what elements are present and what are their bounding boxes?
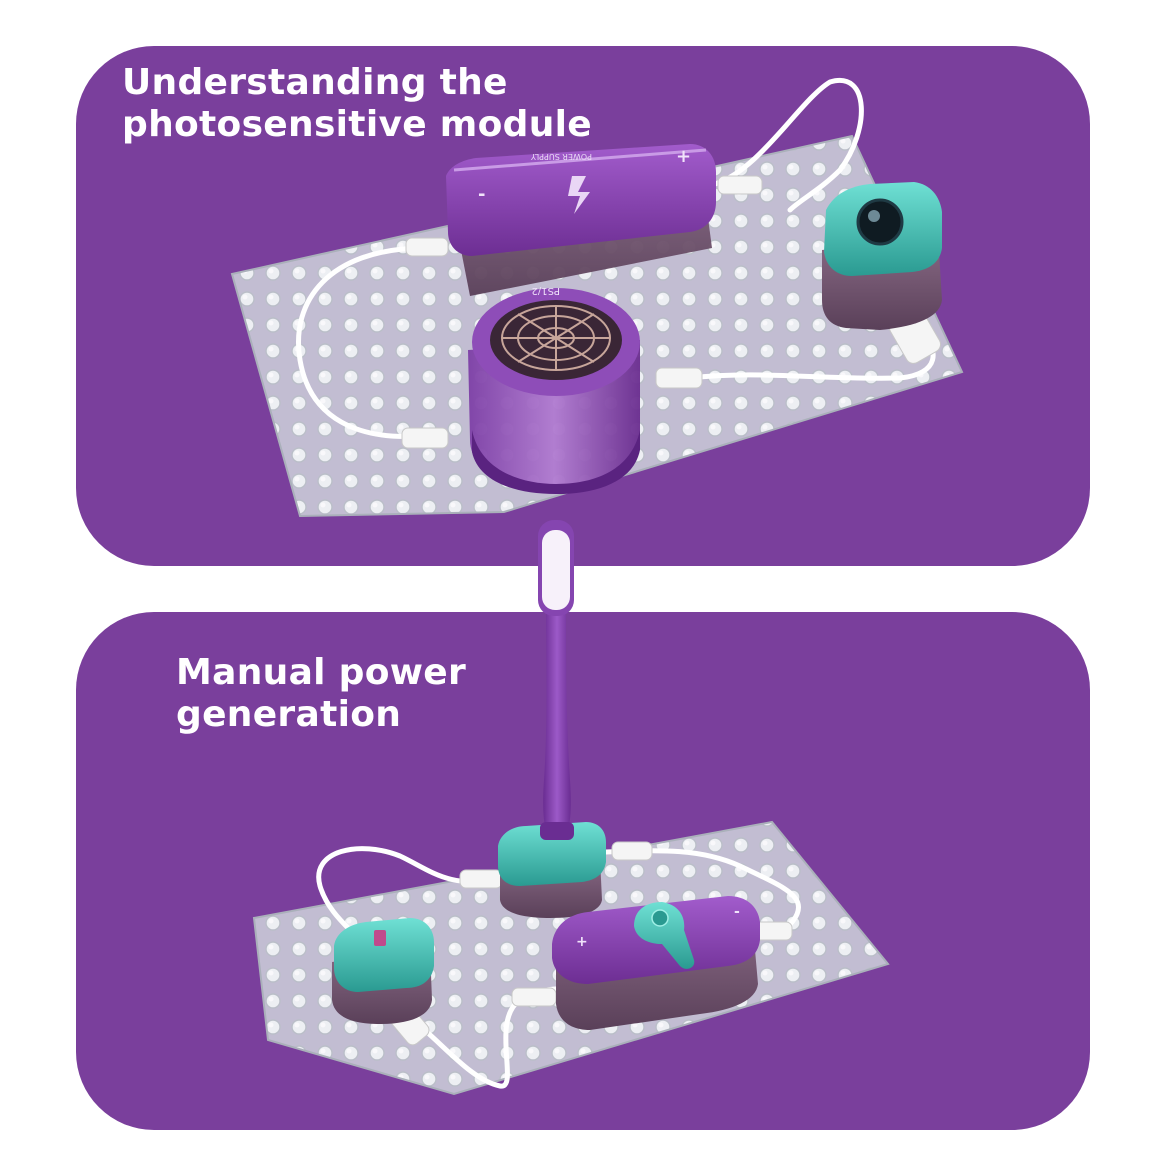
power-supply-label: POWER SUPPLY [531,152,592,161]
caption-line: Manual power [176,652,467,693]
caption-line: generation [176,694,402,735]
caption-line: photosensitive module [122,104,592,145]
power-supply-module: POWER SUPPLY + - [446,144,716,296]
panel-title-manual-generation: Manual power generation [176,652,466,736]
caption-line: Understanding the [122,62,508,103]
minus-marking: - [478,184,485,205]
fan-code-label: PS1/2 [532,285,560,296]
switch-module [332,918,434,1024]
led-adapter-module [498,822,606,918]
usb-light-wand [538,520,574,832]
generator-minus-marking: - [734,904,740,920]
hand-crank-generator: + - [552,896,760,1030]
motor-fan-module: PS1/2 [468,285,640,494]
plus-marking: + [676,146,691,167]
panel-title-photosensitive: Understanding the photosensitive module [122,62,592,146]
generator-plus-marking: + [576,934,588,950]
light-sensor-module [822,182,942,330]
